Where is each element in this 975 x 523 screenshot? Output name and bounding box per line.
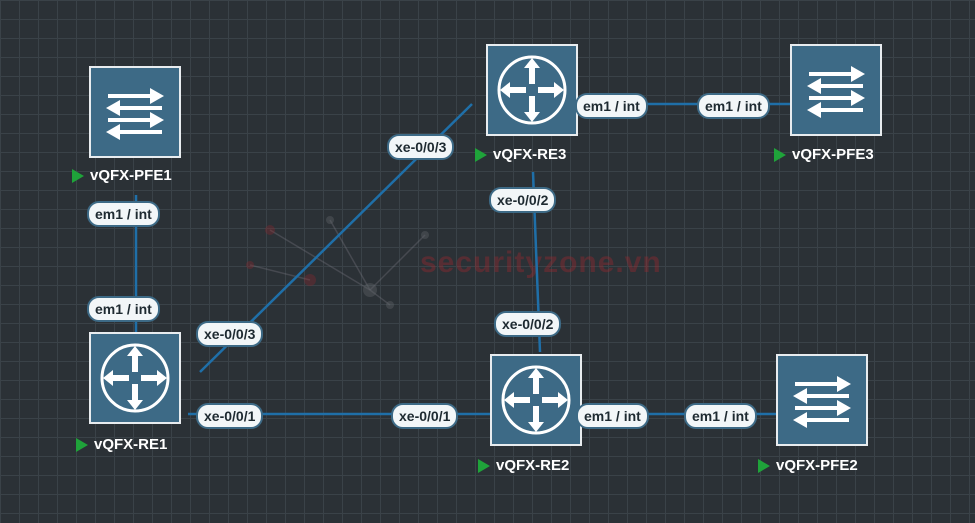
interface-label-re1-xe-0-0-1[interactable]: xe-0/0/1 — [196, 403, 264, 429]
interface-label-re3-xe-0-0-3[interactable]: xe-0/0/3 — [387, 134, 455, 160]
router-icon — [501, 365, 571, 435]
node-name: vQFX-PFE2 — [776, 457, 858, 474]
switch-icon — [793, 376, 851, 428]
router-icon — [100, 343, 170, 413]
interface-label-re3-xe-0-0-2[interactable]: xe-0/0/2 — [489, 187, 557, 213]
interface-label-pfe1-em1[interactable]: em1 / int — [87, 201, 160, 227]
node-name: vQFX-PFE1 — [90, 167, 172, 184]
node-name: vQFX-PFE3 — [792, 146, 874, 163]
node-vqfx-pfe1[interactable] — [89, 66, 181, 158]
switch-icon — [106, 88, 164, 140]
node-name: vQFX-RE1 — [94, 436, 168, 453]
node-label-vqfx-re3: vQFX-RE3 — [475, 146, 566, 163]
node-vqfx-re2[interactable] — [490, 354, 582, 446]
interface-label-re1-em1[interactable]: em1 / int — [87, 296, 160, 322]
status-running-icon — [758, 458, 770, 473]
node-label-vqfx-re2: vQFX-RE2 — [478, 457, 569, 474]
interface-label-re2-em1[interactable]: em1 / int — [576, 403, 649, 429]
watermark-text: securityzone.vn — [420, 246, 662, 279]
node-vqfx-re3[interactable] — [486, 44, 578, 136]
node-label-vqfx-re1: vQFX-RE1 — [76, 436, 167, 453]
node-vqfx-pfe2[interactable] — [776, 354, 868, 446]
node-label-vqfx-pfe2: vQFX-PFE2 — [758, 457, 858, 474]
node-label-vqfx-pfe1: vQFX-PFE1 — [72, 167, 172, 184]
interface-label-re2-xe-0-0-2[interactable]: xe-0/0/2 — [494, 311, 562, 337]
node-label-vqfx-pfe3: vQFX-PFE3 — [774, 146, 874, 163]
status-running-icon — [475, 147, 487, 162]
interface-label-pfe2-em1[interactable]: em1 / int — [684, 403, 757, 429]
interface-label-re1-xe-0-0-3[interactable]: xe-0/0/3 — [196, 321, 264, 347]
node-name: vQFX-RE3 — [493, 146, 567, 163]
interface-label-re3-em1[interactable]: em1 / int — [575, 93, 648, 119]
status-running-icon — [478, 458, 490, 473]
node-name: vQFX-RE2 — [496, 457, 570, 474]
node-vqfx-re1[interactable] — [89, 332, 181, 424]
watermark-logo — [246, 216, 429, 309]
status-running-icon — [72, 168, 84, 183]
node-vqfx-pfe3[interactable] — [790, 44, 882, 136]
status-running-icon — [76, 437, 88, 452]
interface-label-pfe3-em1[interactable]: em1 / int — [697, 93, 770, 119]
router-icon — [497, 55, 567, 125]
status-running-icon — [774, 147, 786, 162]
switch-icon — [807, 66, 865, 118]
interface-label-re2-xe-0-0-1[interactable]: xe-0/0/1 — [391, 403, 459, 429]
